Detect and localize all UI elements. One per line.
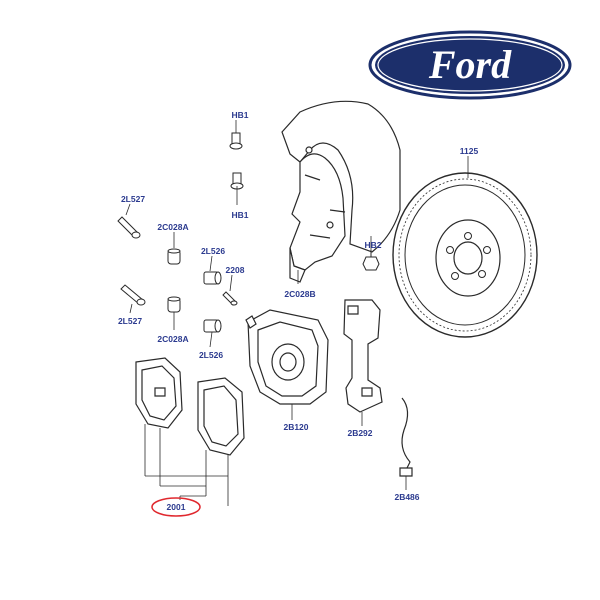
guide-pin-bottom — [121, 285, 145, 305]
label-2c028a-bottom: 2C028A — [157, 334, 189, 344]
label-2l527-top: 2L527 — [120, 194, 146, 204]
brake-disc — [393, 173, 537, 337]
label-2b486: 2B486 — [394, 492, 420, 502]
label-2c028b: 2C028B — [284, 289, 316, 299]
bleed-screw — [223, 292, 237, 305]
label-2b292: 2B292 — [347, 428, 373, 438]
label-2b120: 2B120 — [283, 422, 309, 432]
label-2208: 2208 — [225, 265, 245, 275]
leader-lines — [125, 120, 469, 506]
label-2l527-bottom: 2L527 — [117, 316, 143, 326]
guide-pin-top — [118, 217, 140, 238]
label-2001: 2001 — [166, 502, 186, 512]
label-hb2: HB2 — [364, 240, 382, 250]
label-1125: 1125 — [459, 146, 479, 156]
label-2l526-bottom: 2L526 — [198, 350, 224, 360]
label-hb1-bottom: HB1 — [231, 210, 249, 220]
hb2-nut — [363, 250, 379, 270]
highlight-ring — [151, 497, 201, 517]
dust-shield — [282, 101, 400, 282]
bushing-top — [204, 272, 221, 284]
label-2c028a-top: 2C028A — [157, 222, 189, 232]
wear-sensor — [400, 398, 412, 476]
cap-top — [168, 249, 180, 264]
label-hb1-top: HB1 — [231, 110, 249, 120]
cap-bottom — [168, 297, 180, 312]
ford-logo — [368, 30, 572, 100]
label-2l526-top: 2L526 — [200, 246, 226, 256]
hb1-bolt-top — [230, 133, 242, 149]
bushing-bottom — [204, 320, 221, 332]
brake-caliper — [246, 310, 328, 404]
caliper-bracket — [344, 300, 382, 412]
ford-logo-text: Ford — [428, 42, 512, 87]
brake-pad-front — [136, 358, 182, 428]
brake-pad-rear — [198, 378, 244, 455]
